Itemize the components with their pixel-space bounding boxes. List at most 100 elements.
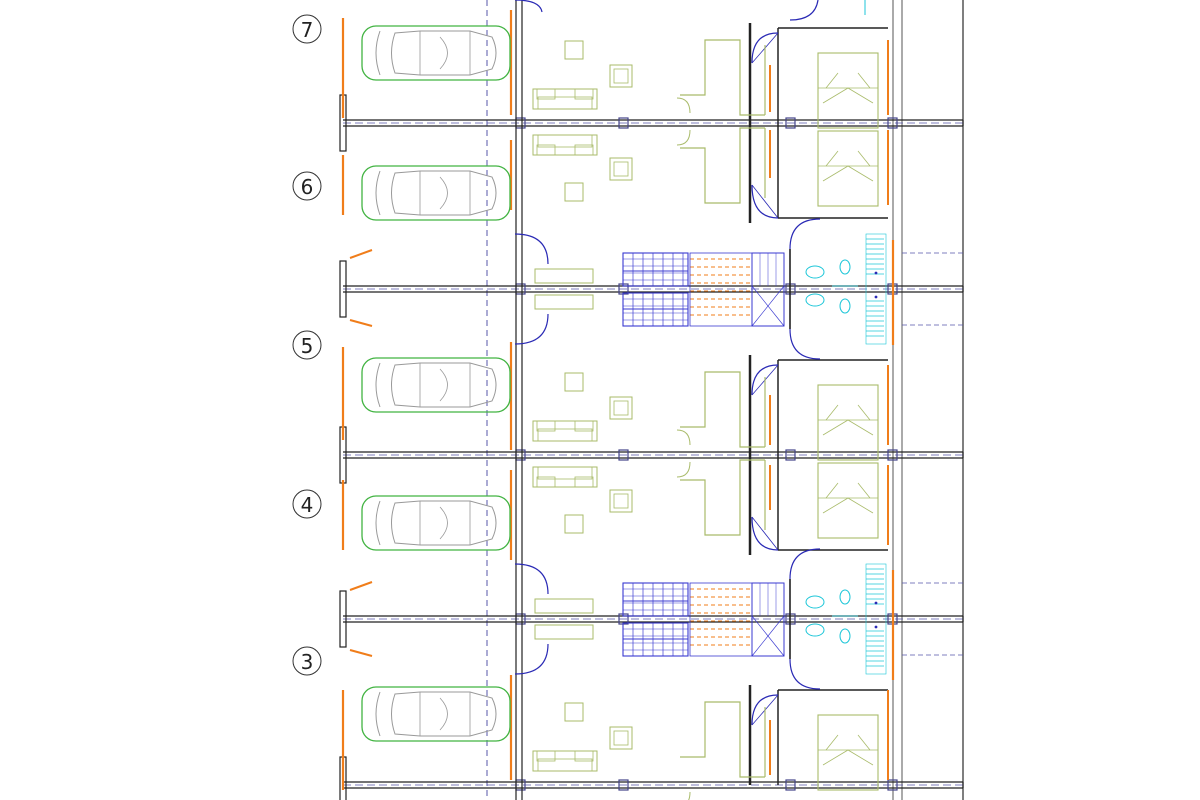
shelf-icon — [534, 624, 594, 640]
grid-axis-circle — [292, 14, 322, 44]
shelf-icon — [534, 598, 594, 614]
shelf-icon — [534, 294, 594, 310]
bed-icon — [817, 130, 879, 207]
grid-axis-label: 6 — [301, 175, 314, 199]
door-swing-icon — [751, 184, 779, 219]
kitchen-counter — [676, 429, 766, 536]
grid-axis-label: 3 — [301, 650, 314, 674]
car-icon — [361, 25, 511, 81]
door-swing-icon — [751, 364, 779, 396]
structural-column — [618, 449, 629, 461]
car-icon — [361, 686, 511, 742]
armchair-icon — [609, 396, 633, 420]
doors-layer — [514, 0, 821, 726]
car-body — [361, 357, 511, 413]
stairs-layer — [622, 252, 785, 657]
toilet-icon — [839, 298, 851, 314]
grid-axis-circle — [292, 646, 322, 676]
bathroom — [805, 233, 887, 345]
sofa-icon — [532, 134, 598, 156]
armchair-icon — [609, 157, 633, 181]
kitchen-counter — [680, 701, 766, 800]
washbasin-icon — [805, 623, 825, 637]
sanitary-layer — [805, 233, 887, 675]
door-swing-icon — [514, 0, 543, 13]
kitchen-counter — [676, 39, 766, 146]
bed-icon — [817, 462, 879, 539]
door-swing-icon — [789, 658, 821, 690]
gate-tick — [349, 649, 373, 657]
door-swing-icon — [514, 643, 549, 675]
grid-axis-label: 4 — [301, 493, 314, 517]
table-icon — [564, 514, 584, 534]
table-icon — [564, 182, 584, 202]
gate-tick — [349, 319, 373, 327]
door-swing-icon — [751, 694, 779, 726]
stair-icon — [622, 252, 785, 327]
washbasin-icon — [805, 293, 825, 307]
grid-axis-bubble: 7 — [292, 14, 322, 44]
structural-column — [618, 117, 629, 129]
structural-column — [887, 449, 898, 461]
car-body — [361, 165, 511, 221]
armchair-icon — [609, 726, 633, 750]
grid-axis-circle — [292, 489, 322, 519]
sofa-icon — [532, 88, 598, 110]
furniture-layer — [532, 39, 879, 800]
party-wall — [339, 756, 964, 800]
walls-layer — [339, 0, 964, 800]
toilet-icon — [839, 628, 851, 644]
sofa-icon — [532, 750, 598, 772]
kitchen-counter — [676, 97, 766, 204]
sofa-icon — [532, 420, 598, 442]
car-icon — [361, 495, 511, 551]
bed-icon — [817, 714, 879, 791]
grid-axis-circle — [292, 171, 322, 201]
door-swing-icon — [789, 218, 821, 250]
armchair-icon — [609, 64, 633, 88]
structural-column — [618, 779, 629, 791]
car-icon — [361, 357, 511, 413]
bed-icon — [817, 384, 879, 461]
door-swing-icon — [751, 516, 779, 551]
kitchen-counter — [676, 371, 766, 478]
car-body — [361, 25, 511, 81]
door-swing-icon — [789, 548, 821, 580]
party-wall — [339, 94, 964, 152]
washbasin-icon — [805, 595, 825, 609]
shelf-icon — [534, 268, 594, 284]
structural-column — [785, 779, 796, 791]
wall-post — [339, 260, 347, 318]
cars-layer — [361, 25, 511, 742]
party-wall — [339, 426, 964, 484]
door-swing-icon — [789, 328, 821, 360]
structural-column — [785, 449, 796, 461]
grid-axis-bubble: 4 — [292, 489, 322, 519]
structural-column — [887, 779, 898, 791]
grid-axis-label: 5 — [301, 334, 314, 358]
grid-axis-bubble: 5 — [292, 330, 322, 360]
wall-post — [339, 590, 347, 648]
bathroom — [805, 563, 887, 675]
table-icon — [564, 702, 584, 722]
grid-axis-bubble: 6 — [292, 171, 322, 201]
door-swing-icon — [514, 563, 549, 595]
armchair-icon — [609, 489, 633, 513]
gate-tick — [349, 581, 373, 591]
washbasin-icon — [805, 265, 825, 279]
door-swing-icon — [514, 233, 549, 265]
door-swing-icon — [789, 0, 819, 21]
stair-icon — [622, 582, 785, 657]
toilet-icon — [839, 259, 851, 275]
grid-axes-layer: 7 6 5 4 3 — [292, 14, 322, 676]
grid-axis-bubble: 3 — [292, 646, 322, 676]
windows-layer — [341, 10, 895, 790]
gate-tick — [349, 249, 373, 259]
toilet-icon — [839, 589, 851, 605]
grid-axis-circle — [292, 330, 322, 360]
table-icon — [564, 372, 584, 392]
sofa-icon — [532, 466, 598, 488]
car-icon — [361, 165, 511, 221]
car-body — [361, 495, 511, 551]
